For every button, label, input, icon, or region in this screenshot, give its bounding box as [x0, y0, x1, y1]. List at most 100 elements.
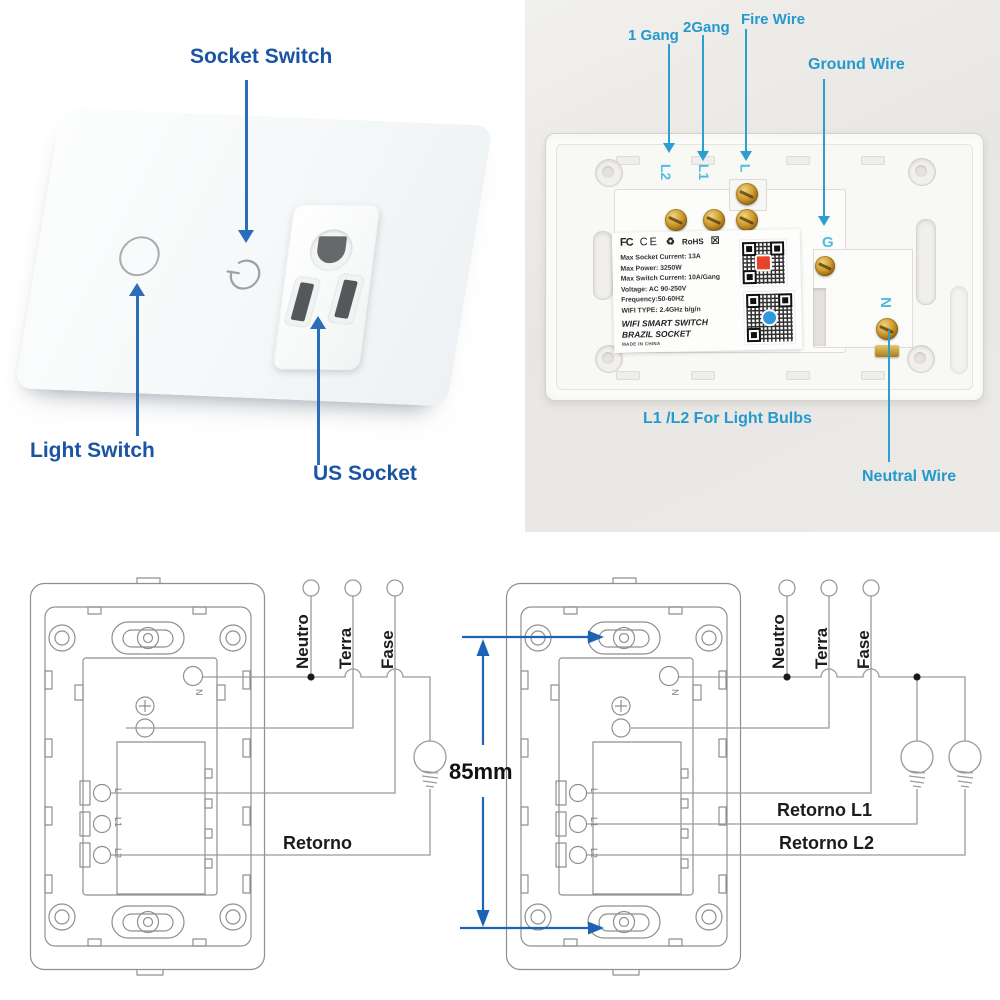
- neutral-terminal-clamp: [875, 345, 899, 357]
- back-view-photo: L2 L1 L G N FC CE ♻ RoHS ☒ Max Socket Cu…: [525, 0, 1000, 532]
- qr-finder: [741, 241, 757, 257]
- frame-notch: [616, 371, 640, 380]
- light-switch-touch-button: [116, 235, 163, 277]
- left-neutro-label: Neutro: [293, 614, 312, 669]
- certification-icons-row: FC CE ♻ RoHS ☒: [620, 234, 740, 249]
- fire-wire-arrowhead: [740, 151, 752, 161]
- right-fase-label: Fase: [854, 630, 873, 669]
- socket-ground-recess: [307, 229, 356, 272]
- right-neutro-label: Neutro: [769, 614, 788, 669]
- terminal-screw-l2: [665, 209, 687, 231]
- gang2-label: 2Gang: [683, 19, 730, 36]
- sticker-title-line2: BRAZIL SOCKET: [621, 327, 691, 340]
- light-switch-arrow-line: [136, 296, 139, 436]
- terminal-screw-l: [736, 209, 758, 231]
- retorno-l1-label: Retorno L1: [777, 800, 872, 820]
- left-diagram-bulb: [413, 740, 447, 788]
- gang2-arrowhead: [697, 151, 709, 161]
- right-diagram-wires: [587, 579, 966, 856]
- left-diagram-wires: [111, 579, 431, 856]
- terminal-label-l: L: [737, 163, 754, 173]
- right-diagram-bulb-1: [900, 740, 934, 788]
- socket-slot-right: [334, 279, 358, 319]
- fire-wire-line: [745, 29, 747, 152]
- rohs-label: RoHS: [681, 236, 704, 247]
- front-view-photo: Socket Switch Light Switch US Socket: [0, 0, 525, 532]
- frame-notch: [861, 156, 885, 165]
- dimension-arrowhead-top-right: [588, 630, 604, 644]
- light-switch-label: Light Switch: [30, 439, 155, 462]
- made-in-label: MADE IN CHINA: [622, 340, 661, 347]
- fire-wire-label: Fire Wire: [741, 11, 806, 28]
- us-socket-module: [272, 204, 381, 370]
- terminal-label-n: N: [876, 297, 894, 308]
- qr-code-tuya: [739, 239, 787, 287]
- sticker-title: WIFI SMART SWITCH BRAZIL SOCKET: [622, 317, 709, 340]
- qr-finder: [769, 241, 785, 256]
- socket-ground-hole: [315, 236, 348, 264]
- spec-sticker: FC CE ♻ RoHS ☒ Max Socket Current: 13A M…: [611, 229, 803, 353]
- qr-finder: [746, 327, 762, 343]
- neutral-wire-line: [888, 330, 890, 462]
- terminal-screw-l1: [703, 209, 725, 231]
- left-terra-label: Terra: [336, 627, 355, 669]
- spec-line: WIFI TYPE: 2.4GHz b/g/n: [621, 305, 701, 315]
- ground-wire-arrowhead: [818, 216, 830, 226]
- retorno-l2-label: Retorno L2: [779, 833, 874, 853]
- switch-front-plate: [14, 107, 494, 407]
- socket-switch-power-icon: [226, 259, 261, 290]
- fcc-icon: FC: [619, 236, 633, 249]
- qr-finder: [746, 293, 761, 309]
- mount-hole-top-left: [595, 159, 623, 187]
- socket-switch-arrowhead: [238, 230, 254, 243]
- us-socket-arrowhead: [310, 316, 326, 329]
- bulbs-note-label: L1 /L2 For Light Bulbs: [643, 410, 812, 427]
- neutral-wire-label: Neutral Wire: [862, 468, 957, 485]
- frame-notch: [786, 371, 810, 380]
- us-socket-label: US Socket: [313, 462, 417, 485]
- wiring-diagram-section: N L L1 L2 Neutro Terra Fase Ret: [29, 577, 982, 976]
- qr-finder: [778, 293, 793, 308]
- right-diagram-bulb-2: [948, 740, 982, 788]
- dimension-annotation: [460, 630, 604, 935]
- mount-slot-right: [916, 219, 936, 305]
- spec-list: Max Socket Current: 13A Max Power: 3250W…: [620, 251, 743, 317]
- qr-logo-red: [754, 254, 773, 272]
- ce-icon: CE: [639, 235, 660, 249]
- gang1-line: [668, 44, 670, 144]
- gang1-arrowhead: [663, 143, 675, 153]
- sticker-title-line1: WIFI SMART SWITCH: [621, 316, 709, 329]
- socket-switch-label: Socket Switch: [190, 45, 333, 68]
- ground-wire-label: Ground Wire: [808, 56, 905, 73]
- socket-switch-arrow-line: [245, 80, 248, 230]
- terminal-label-l1: L1: [696, 163, 713, 181]
- dimension-85mm-label: 85mm: [449, 759, 513, 784]
- terminal-label-g: G: [822, 234, 834, 251]
- right-neutro-junction-dot: [783, 673, 791, 681]
- dimension-arrowhead-down: [476, 910, 490, 927]
- left-fase-label: Fase: [378, 630, 397, 669]
- terminal-screw-l-clamp: [736, 183, 758, 205]
- dimension-arrowhead-up: [476, 639, 490, 656]
- qr-finder: [742, 269, 757, 285]
- module-recess-slot: [813, 288, 826, 346]
- terminal-label-l2: L2: [658, 163, 675, 181]
- switch-back-frame: L2 L1 L G N FC CE ♻ RoHS ☒ Max Socket Cu…: [545, 133, 984, 401]
- left-retorno-label: Retorno: [283, 833, 352, 853]
- ground-wire-line: [823, 79, 825, 217]
- mount-hole-top-right: [908, 158, 936, 186]
- mount-hole-bottom-right: [907, 345, 935, 373]
- left-neutro-junction-dot: [307, 673, 315, 681]
- us-socket-arrow-line: [317, 329, 320, 465]
- terminal-screw-g: [815, 256, 835, 276]
- frame-notch: [691, 371, 715, 380]
- right-branch-junction-dot: [913, 673, 921, 681]
- right-terra-label: Terra: [812, 627, 831, 669]
- wiring-diagram-plate-left: [29, 577, 266, 976]
- light-switch-arrowhead: [129, 283, 145, 296]
- frame-notch: [861, 371, 885, 380]
- weee-icon: ☒: [710, 235, 720, 247]
- gang2-line: [702, 35, 704, 152]
- gang1-label: 1 Gang: [628, 27, 679, 44]
